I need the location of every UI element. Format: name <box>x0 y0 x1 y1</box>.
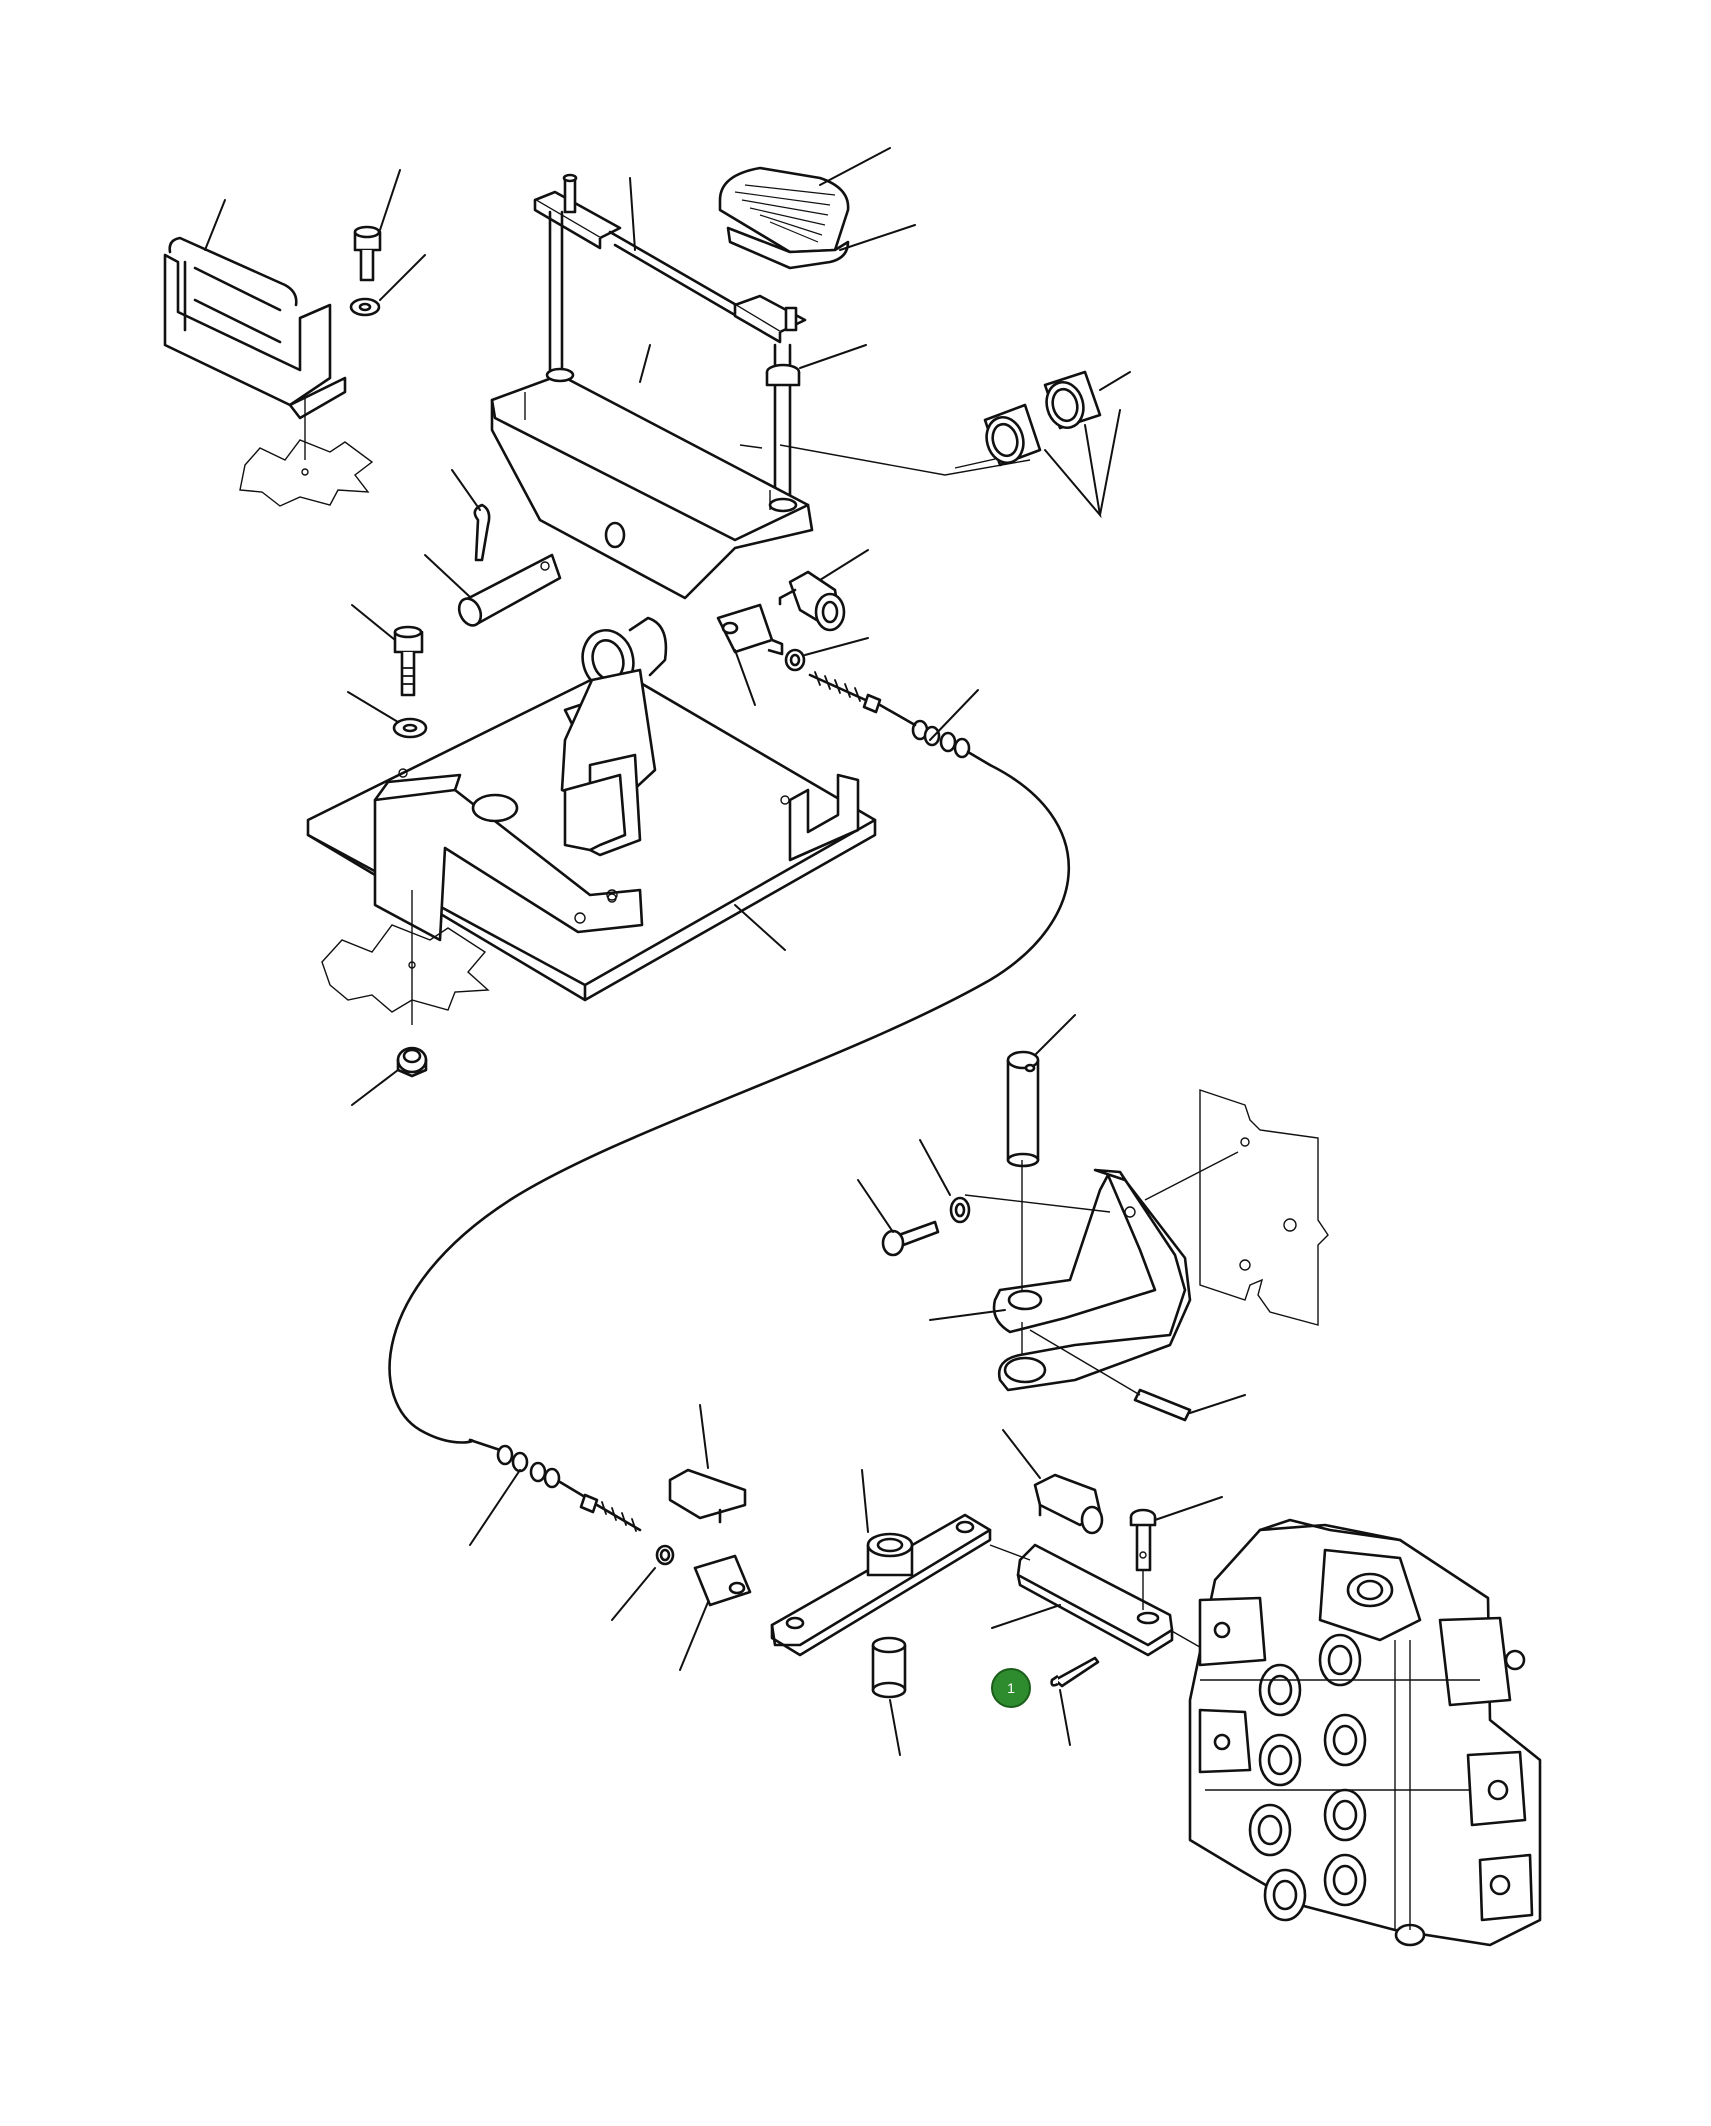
leader-base-plate <box>734 904 786 951</box>
leader-pedal-arm <box>639 344 651 383</box>
leader-bushing-top <box>1099 371 1131 391</box>
nut-part-top <box>784 648 806 672</box>
roll-pin-part <box>1029 1329 1192 1422</box>
washer-part-top <box>349 297 381 317</box>
clevis-pin-part-bottom <box>1129 1508 1157 1610</box>
guard-bracket-part <box>163 236 347 460</box>
washer-part-right <box>949 1196 971 1224</box>
leader-nut-bottom <box>611 1567 656 1621</box>
leader-bolt-top <box>379 169 401 231</box>
pivot-lever-plate-part <box>770 1513 992 1657</box>
leader-clamp-right <box>1002 1429 1041 1479</box>
mounting-bracket-part <box>964 1151 1239 1392</box>
leader-clevis-top <box>734 649 756 706</box>
floor-plate-symbol-1 <box>239 439 374 507</box>
pedal-rod-frame-part <box>533 173 807 502</box>
leader-lock-nut <box>351 1069 399 1106</box>
leader-split-pin <box>451 469 481 511</box>
leader-washer-right <box>919 1139 951 1196</box>
leader-link <box>991 1604 1061 1629</box>
bolt-part-top <box>353 225 382 282</box>
nut-part-bottom <box>655 1544 675 1566</box>
cotter-pin-part <box>1050 1656 1100 1688</box>
cable-clevis-part-top <box>716 603 784 656</box>
leader-pedal-pad <box>819 147 891 186</box>
leader-bolt-right <box>857 1179 894 1233</box>
leader-clevis-pin-bottom <box>1154 1496 1223 1521</box>
leader-pedal-rubber <box>839 224 916 251</box>
hotspot-badge-icon <box>991 1668 1031 1708</box>
leader-pedal-frame <box>629 177 636 251</box>
leader-clevis-bottom <box>679 1601 709 1671</box>
leader-washer-top <box>379 254 426 301</box>
leader-bushing-bottom <box>889 1699 901 1756</box>
pedal-pad-part <box>718 166 850 270</box>
leader-bushings <box>1044 409 1121 519</box>
leader-clamp-top <box>819 549 869 581</box>
leader-nut-top <box>804 637 869 656</box>
control-valve-part <box>1188 1518 1542 1947</box>
leader-cable-top <box>929 689 979 741</box>
bushing-part-1 <box>983 403 1042 467</box>
callout-1[interactable]: 1 <box>991 1668 1031 1708</box>
leader-lever-plate <box>861 1469 869 1533</box>
leader-guard <box>204 199 226 251</box>
pivot-bushing-part <box>871 1636 907 1699</box>
cable-clevis-part-bottom <box>693 1554 752 1607</box>
clevis-pin-part <box>457 553 562 627</box>
mount-plate-symbol <box>1199 1089 1329 1326</box>
cable-clamp-part-right <box>1033 1473 1104 1535</box>
leader-clevis-pin <box>424 554 471 598</box>
bolt-part-right <box>881 1220 940 1257</box>
callout-label: 1 <box>1007 1680 1015 1696</box>
control-cable-part <box>388 671 1071 1532</box>
leader-washer-mid <box>347 691 399 723</box>
leader-cable-bottom <box>469 1469 521 1546</box>
lock-nut-part <box>396 1046 428 1078</box>
leader-pivot-pin <box>1034 1014 1076 1056</box>
washer-part-mid <box>392 717 428 739</box>
leader-bolt-mid <box>351 604 396 641</box>
pivot-pin-part <box>1006 1050 1040 1168</box>
base-plate-part <box>306 616 877 1002</box>
bolt-part-mid <box>393 625 424 697</box>
leader-cotter-pin <box>1059 1689 1071 1746</box>
pedal-arm-part <box>490 367 1036 600</box>
cable-clamp-part-top <box>778 570 846 632</box>
leader-clamp-bottom <box>699 1404 709 1469</box>
leader-rod-nut <box>799 344 867 369</box>
floor-plate-symbol-2 <box>321 890 490 1025</box>
bushing-part-2 <box>1043 370 1102 430</box>
split-pin-part <box>473 503 491 562</box>
leader-bracket <box>929 1309 1006 1321</box>
cable-clamp-part-bottom <box>668 1468 747 1524</box>
leader-roll-pin <box>1189 1394 1246 1414</box>
